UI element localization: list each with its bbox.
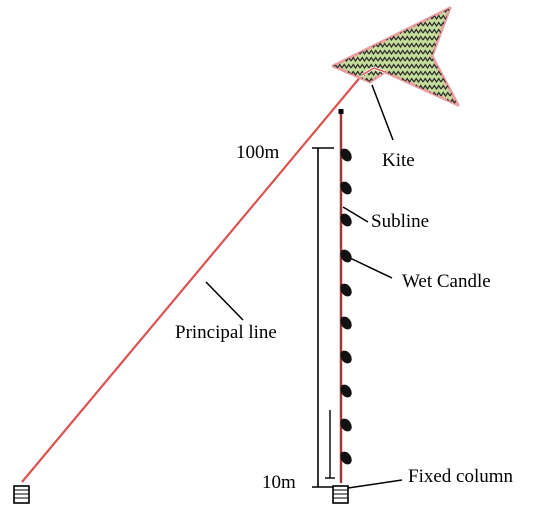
wet-candle: [340, 213, 352, 227]
principal-line-label: Principal line: [175, 322, 277, 343]
wet-candle: [340, 451, 352, 465]
principal-line: [21, 74, 363, 483]
fixed-column: [332, 485, 349, 504]
wet-candle: [340, 418, 352, 432]
subline-label: Subline: [371, 211, 429, 232]
wet-candle: [340, 249, 352, 263]
fixed-column-leader: [347, 479, 403, 489]
wet-candle: [340, 384, 352, 398]
wet-candles: [340, 148, 352, 465]
wet-candle: [340, 283, 352, 297]
fixed-column-label: Fixed column: [408, 466, 514, 487]
height-top-label: 100m: [236, 142, 280, 163]
wet-candle: [340, 350, 352, 364]
height-bottom-label: 10m: [262, 472, 296, 493]
principal-line-leader: [205, 281, 244, 321]
kite-leader: [371, 84, 394, 141]
wet-candle-leader: [349, 257, 393, 279]
subline-top-marker: [338, 109, 344, 114]
wet-candle: [340, 148, 352, 162]
principal-anchor: [13, 485, 30, 504]
wet-candle: [340, 181, 352, 195]
kite-label: Kite: [382, 150, 415, 171]
height-scale: [312, 147, 335, 488]
wet-candle: [340, 316, 352, 330]
kite: [331, 6, 460, 107]
subline-leader: [342, 206, 369, 223]
wet-candle-label: Wet Candle: [402, 271, 491, 292]
